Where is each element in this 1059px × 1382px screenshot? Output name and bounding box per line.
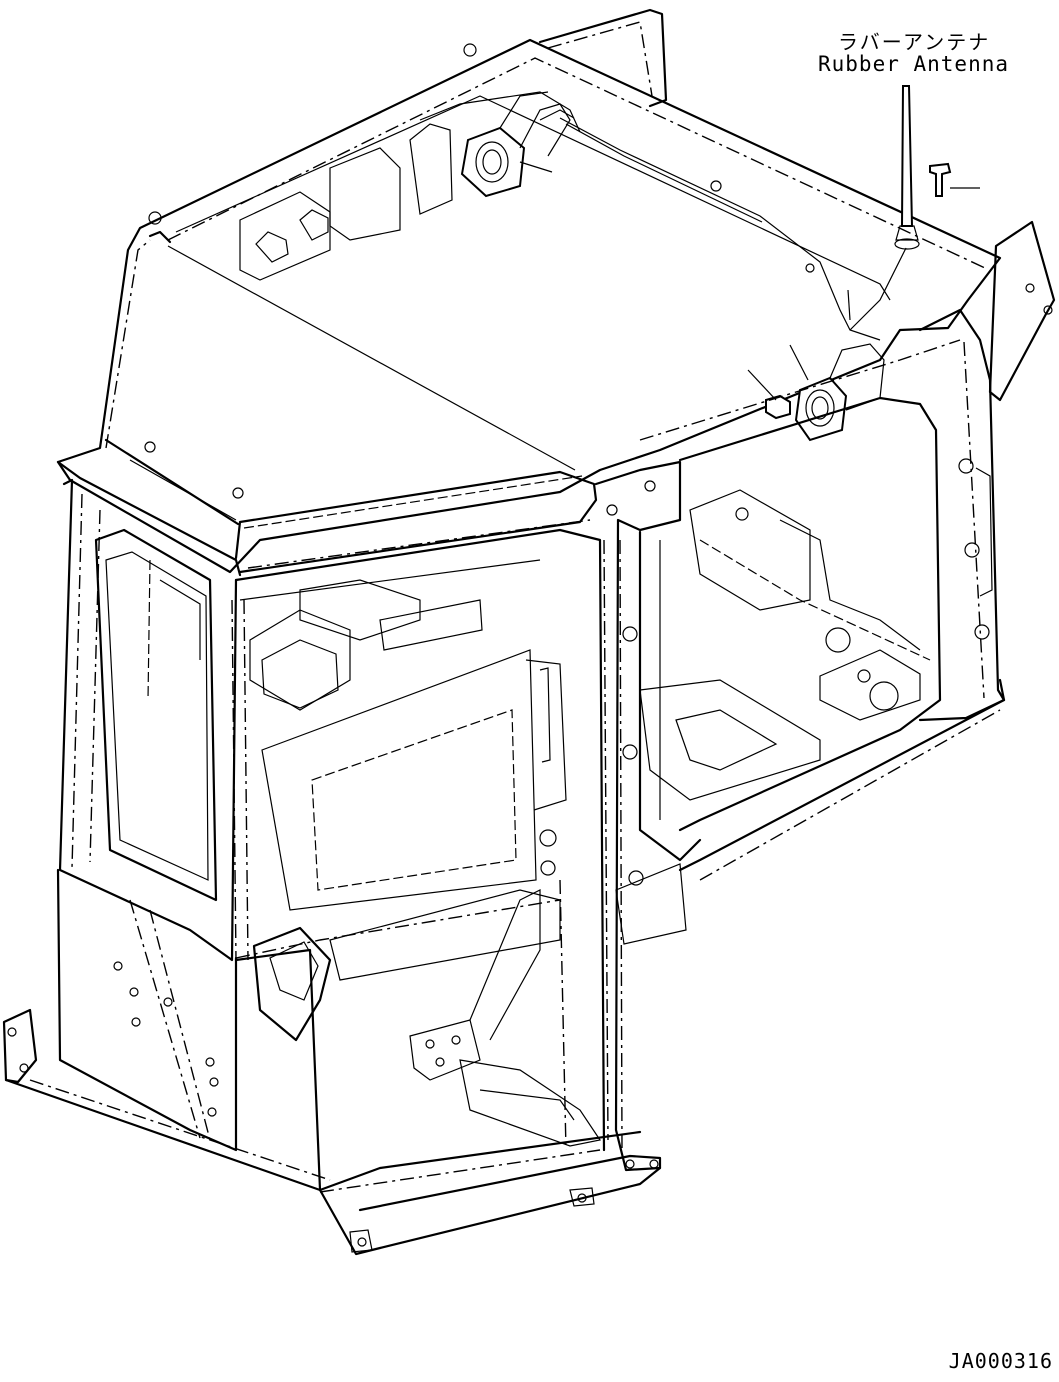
left-front-pillar [58, 478, 238, 962]
lower-bracket [409, 879, 601, 1151]
antenna-label-japanese: ラバーアンテナ [838, 30, 991, 54]
drawing-code: JA000316 [948, 1349, 1053, 1373]
antenna-label-english: Rubber Antenna [818, 52, 1010, 76]
rear-wall [234, 528, 606, 1192]
front-frame-lines [231, 599, 561, 961]
roof-panel [56, 8, 1002, 577]
left-lower-panel [2, 868, 238, 1152]
roof-opening [175, 91, 891, 301]
floor-base [4, 1078, 662, 1256]
right-side-frame [638, 308, 1006, 881]
right-front-pillar [594, 460, 687, 1172]
right-rear-panel [988, 220, 1056, 402]
rubber-antenna [559, 85, 920, 341]
speaker-mid [747, 343, 885, 442]
bolt-top-right [929, 162, 980, 197]
right-floor-area [639, 489, 931, 801]
speaker-roof [460, 91, 571, 198]
